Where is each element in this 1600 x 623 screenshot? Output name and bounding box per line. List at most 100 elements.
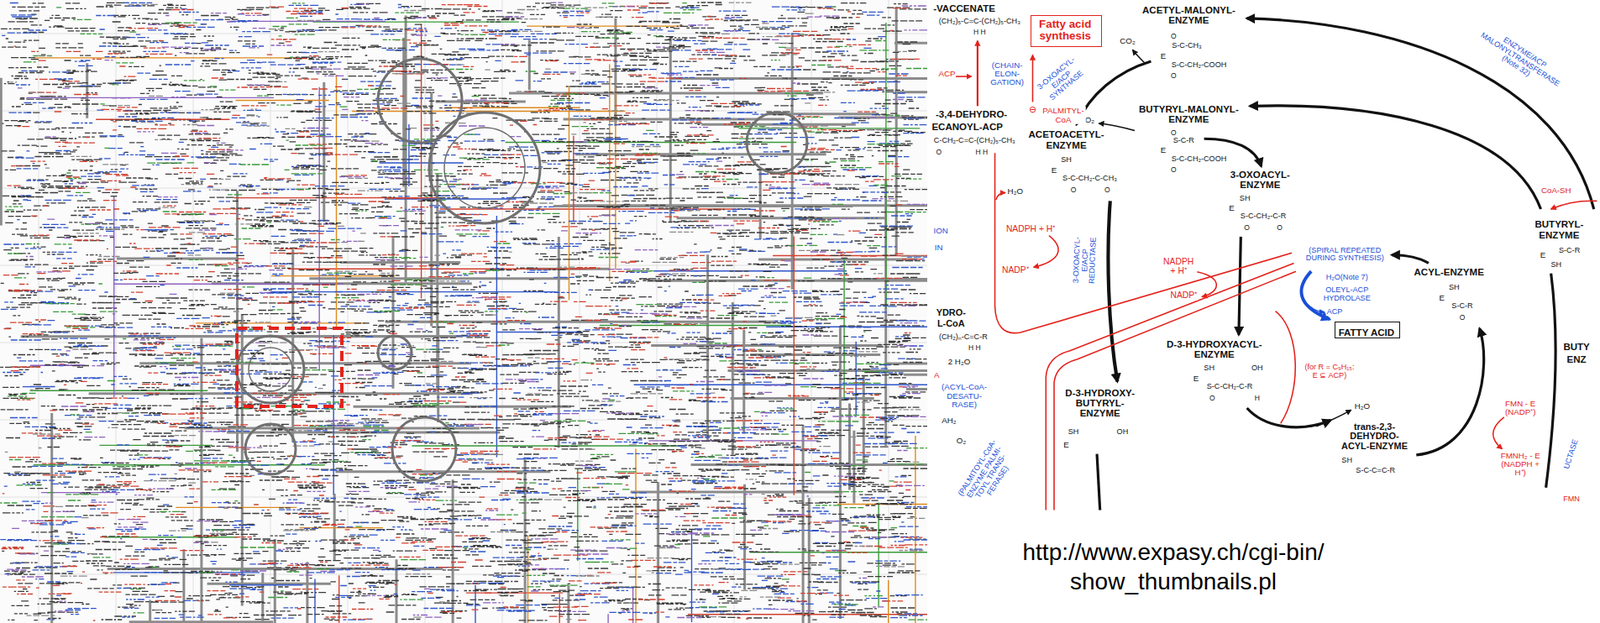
cofactor-label: (for R = C₉H₁₅: E ⊆ ACP) [1302,364,1357,381]
map-annotation-marks [0,3,928,621]
compound-name: BUTYRYL- ENZYME [1531,219,1588,240]
enzyme-label: (ACYL-CoA- DESATU- RASE) [939,382,989,410]
cofactor-label: CoA-SH [1540,186,1573,195]
enzyme-label: (CHAIN- ELON- GATION) [987,60,1028,87]
reaction-arrow [1416,328,1484,456]
structure-formula: SH [1238,194,1252,204]
cofactor-label: FMN - E (NADP⁺) [1502,399,1539,417]
cofactor-label: ACP [937,68,956,78]
structure-formula: S-C-R [1558,246,1581,256]
structure-formula: O [1103,186,1112,195]
enzyme-label: ION [933,225,950,235]
map-cycle [444,127,525,209]
structure-formula: E [1192,374,1200,383]
enzyme-label: UCTASE [1563,437,1581,471]
structure-formula: O [1208,393,1217,402]
red-route [1275,311,1296,425]
structure-formula: SH [1067,428,1081,437]
compound-name: -VACCENATE [932,3,997,14]
red-arrow [976,41,979,107]
structure-formula: E [1539,251,1547,260]
structure-formula: C-CH₂-C=C-(CH₂)₅-CH₃ [933,136,1017,146]
map-annotation-marks [0,2,928,621]
compound-name: ACETOACETYL- ENZYME [1024,129,1108,150]
structure-formula: (CH₂)ₙ-C=C-R [938,333,989,342]
title-box: Fatty acid synthesis [1030,15,1102,48]
compound-name: BUTY [1562,341,1590,352]
compound-name: ENZ [1566,354,1588,365]
red-route [1054,271,1296,510]
box-text: Fatty acid synthesis [1036,18,1095,42]
structure-formula: O [1169,128,1178,137]
map-cycle [245,424,296,475]
reaction-arrow [1238,236,1241,336]
structure-formula: S-C-CH₂-C-R [1206,382,1254,392]
cofactor-label: NADPH + H⁺ [1160,257,1197,277]
structure-formula: AH₂ [940,415,957,425]
structure-formula: O [1275,223,1284,231]
structure-formula: E [1062,440,1070,450]
enzyme-label: 3-OXOACYL- E/ACP REDUCTASE [1071,234,1098,287]
compound-name: D-3-HYDROXYACYL- ENZYME [1163,338,1266,359]
compound-name: -3,4-DEHYDRO- [934,109,1008,120]
structure-formula: OH [1250,364,1265,373]
cofactor-label: FMN [1562,496,1581,505]
structure-formula: H H [967,344,982,352]
enzyme-label: ENZYME/ACP MALONYLTRANSFERASE (Note 32) [1472,22,1569,97]
map-pathway-line [33,26,928,623]
structure-formula: E [1050,166,1058,175]
structure-formula: CO₂ [1118,36,1136,45]
cofactor-lines [954,41,1597,511]
structure-formula: 2 H₂O [947,357,971,367]
compound-name: YDRO- [935,308,967,318]
map-cycle [248,347,293,392]
source-url: http://www.expasy.ch/cgi-bin/ show_thumb… [996,537,1350,597]
side-arrow [1133,50,1146,64]
compound-name: D-3-HYDROXY- BUTYRYL- ENZYME [1062,388,1138,419]
red-arrow [996,193,1006,201]
map-cycle [377,335,412,370]
box-text: FATTY ACID [1338,327,1395,338]
compound-name: ACYL-ENZYME [1413,267,1485,278]
structure-formula: O [1169,71,1178,79]
structure-formula: S-C-C=C-R [1354,467,1396,477]
reaction-arrow [1546,273,1557,488]
structure-formula: O [934,148,943,157]
reaction-arrow [1247,408,1332,428]
product-box: FATTY ACID [1334,321,1401,339]
structure-formula: O [1169,31,1178,40]
structure-formula: (CH₂)₅-C=C-(CH₂)₅-CH₃ [938,17,1022,27]
structure-formula: H₂O [1353,401,1371,410]
compound-name: ACETYL-MALONYL- ENZYME [1139,5,1239,26]
red-arrow [954,75,971,78]
structure-formula: H H [972,27,987,36]
structure-formula: S-C-CH₂-C-R [1239,212,1288,221]
enzyme-label: IN [933,243,945,252]
structure-formula: H H [974,148,989,157]
map-texture [0,0,928,623]
red-route [1045,262,1294,510]
structure-formula: S-C-CH₂-C-CH₃ [1061,174,1118,184]
map-cycle [429,112,541,224]
enzyme-label: (PALMITOYL-CoA- ENZYME PALMI- TOYL TRANS… [955,436,1020,513]
enzyme-label: H₂O(Note 7) [1325,273,1370,283]
red-arrow [1493,417,1505,450]
enzyme-label: (SPIRAL REPEATED DURING SYNTHESIS) [1302,246,1387,263]
structure-formula: H [1253,393,1261,402]
structure-formula: S-C-R [1172,136,1196,146]
reaction-arrow [1247,18,1595,210]
structure-formula: SH [1202,364,1216,373]
blue-arrow [1305,302,1325,313]
cofactor-label: PALMITYL- CoA [1040,106,1086,124]
compound-name: BUTYRYL-MALONYL- ENZYME [1136,104,1241,125]
structure-formula: O₂ [955,436,967,446]
structure-formula: S-C-CH₂-COOH [1170,61,1228,70]
red-arrow [1033,236,1059,268]
reaction-arrow [1107,200,1118,382]
compound-name: trans-2,3- DEHYDRO- ACYL-ENZYME [1339,422,1411,452]
compound-name: L-CoA [936,320,966,330]
structure-formula: E [1159,145,1167,154]
structure-formula: SH [1059,156,1073,165]
